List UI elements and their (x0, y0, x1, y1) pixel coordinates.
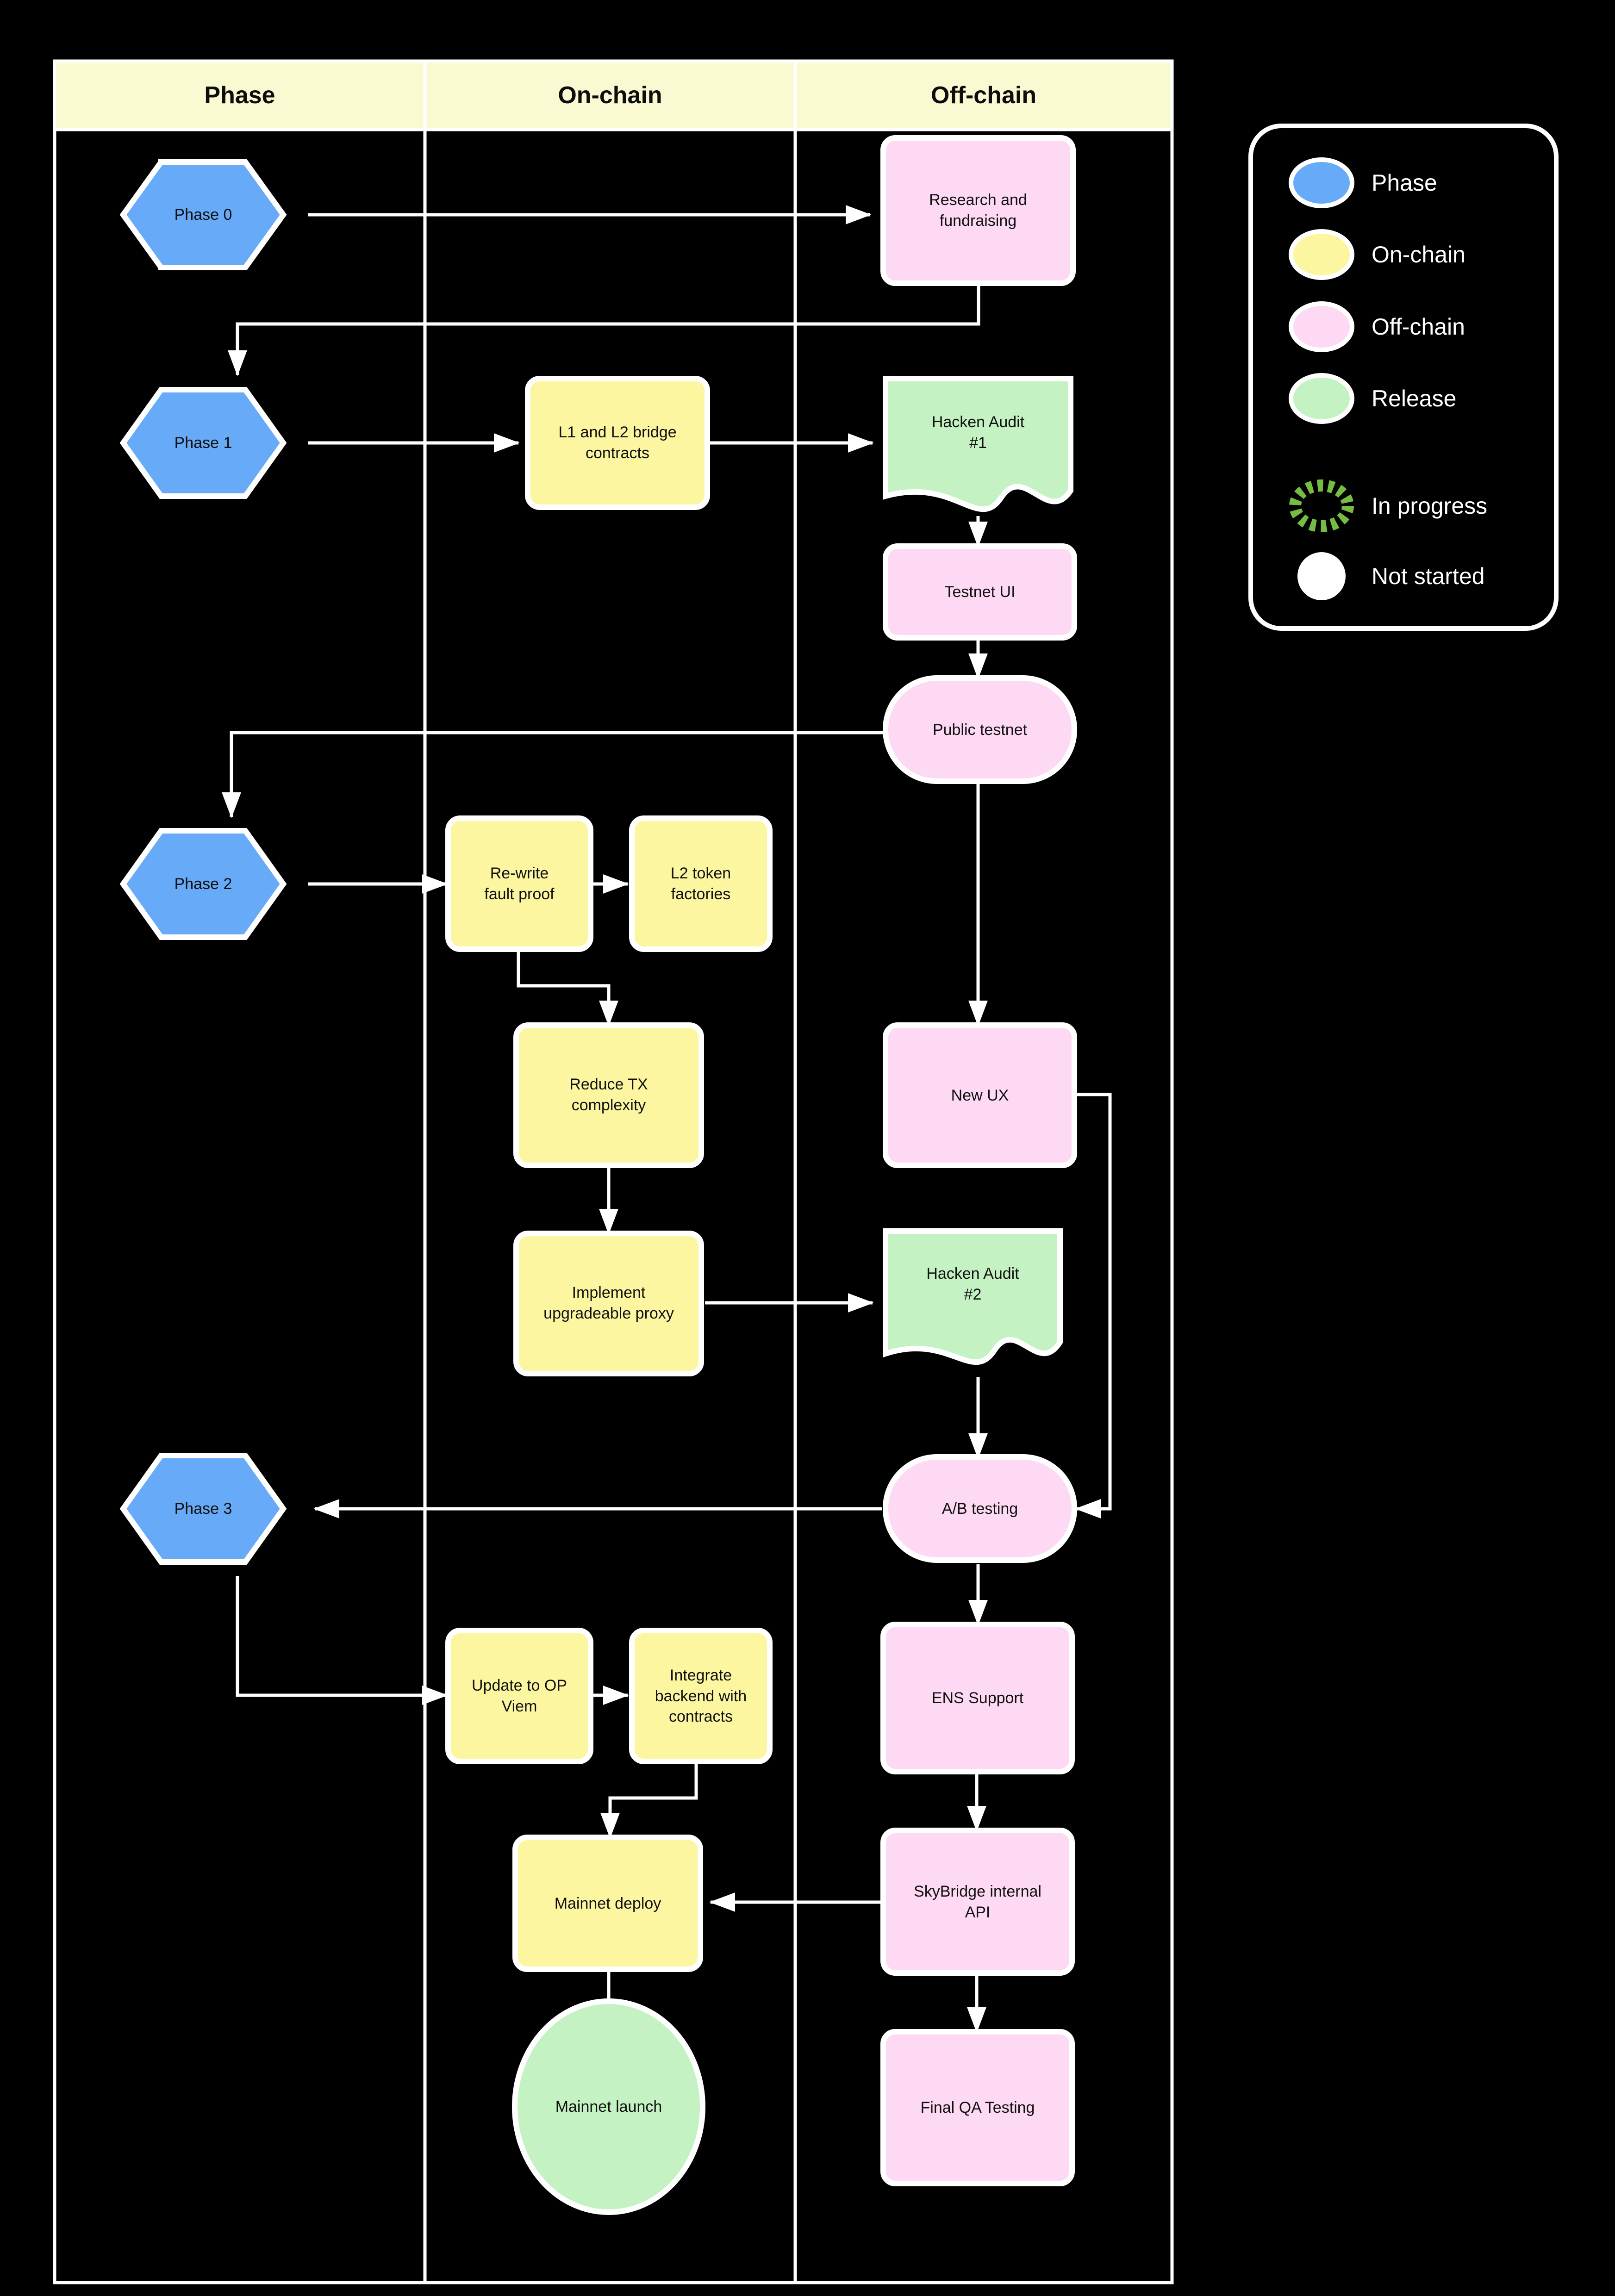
shape-bridge[interactable] (525, 376, 710, 510)
legend-label-onchain: On-chain (1372, 242, 1465, 268)
edge-faultproof-reducetx (517, 949, 618, 1027)
edge-phase3-opviem (236, 1576, 448, 1705)
shape-research[interactable] (880, 135, 1076, 286)
shape-pubtestnet[interactable] (883, 675, 1077, 784)
legend-swatch-onchain (1289, 229, 1354, 280)
legend-label-not-started: Not started (1372, 563, 1485, 589)
edge-integrate-mainnetdep (600, 1759, 698, 1839)
lane-header-offchain: Off-chain (930, 82, 1037, 109)
shape-integrate[interactable] (629, 1628, 773, 1764)
legend-label-phase: Phase (1372, 170, 1437, 196)
shape-finalqa[interactable] (880, 2029, 1075, 2186)
shape-phase1[interactable] (119, 387, 287, 499)
legend-swatch-phase (1289, 157, 1354, 208)
legend-label-in-progress: In progress (1372, 493, 1488, 519)
shape-phase2[interactable] (119, 828, 287, 940)
legend-panel (1248, 124, 1559, 631)
edge-pubtestnet-phase2 (222, 731, 884, 818)
edge-newux-abtesting (1074, 1093, 1112, 1518)
shape-reducetx[interactable] (513, 1022, 704, 1168)
dashed-ring-icon (1289, 479, 1354, 532)
shape-proxy[interactable] (513, 1231, 704, 1376)
shape-newux[interactable] (883, 1022, 1077, 1168)
shape-audit1[interactable] (883, 376, 1073, 512)
lane-header-phase: Phase (204, 82, 275, 109)
solid-circle-icon (1297, 552, 1346, 600)
shape-abtesting[interactable] (883, 1454, 1077, 1563)
legend-swatch-release (1289, 373, 1354, 424)
swimlane-frame (53, 59, 1174, 2284)
node-shape-group (119, 135, 1077, 2215)
shape-opviem[interactable] (445, 1628, 593, 1764)
shape-phase3[interactable] (119, 1453, 287, 1565)
shape-ens[interactable] (880, 1622, 1075, 1774)
legend-swatch-offchain (1289, 301, 1354, 352)
legend-label-offchain: Off-chain (1372, 314, 1465, 340)
shape-testnetui[interactable] (883, 543, 1077, 641)
shape-audit2[interactable] (883, 1228, 1063, 1365)
shape-skybridge[interactable] (880, 1828, 1075, 1976)
lane-header-onchain: On-chain (558, 82, 662, 109)
shape-faultproof[interactable] (445, 815, 593, 952)
legend-label-release: Release (1372, 386, 1457, 411)
edge-research-phase1 (228, 283, 980, 376)
shape-phase0-hex[interactable] (119, 159, 287, 270)
shape-mainnetlau[interactable] (512, 1998, 705, 2215)
shape-mainnetdep[interactable] (512, 1835, 703, 1972)
shape-l2token[interactable] (629, 815, 773, 952)
connector-group (222, 205, 1112, 2033)
